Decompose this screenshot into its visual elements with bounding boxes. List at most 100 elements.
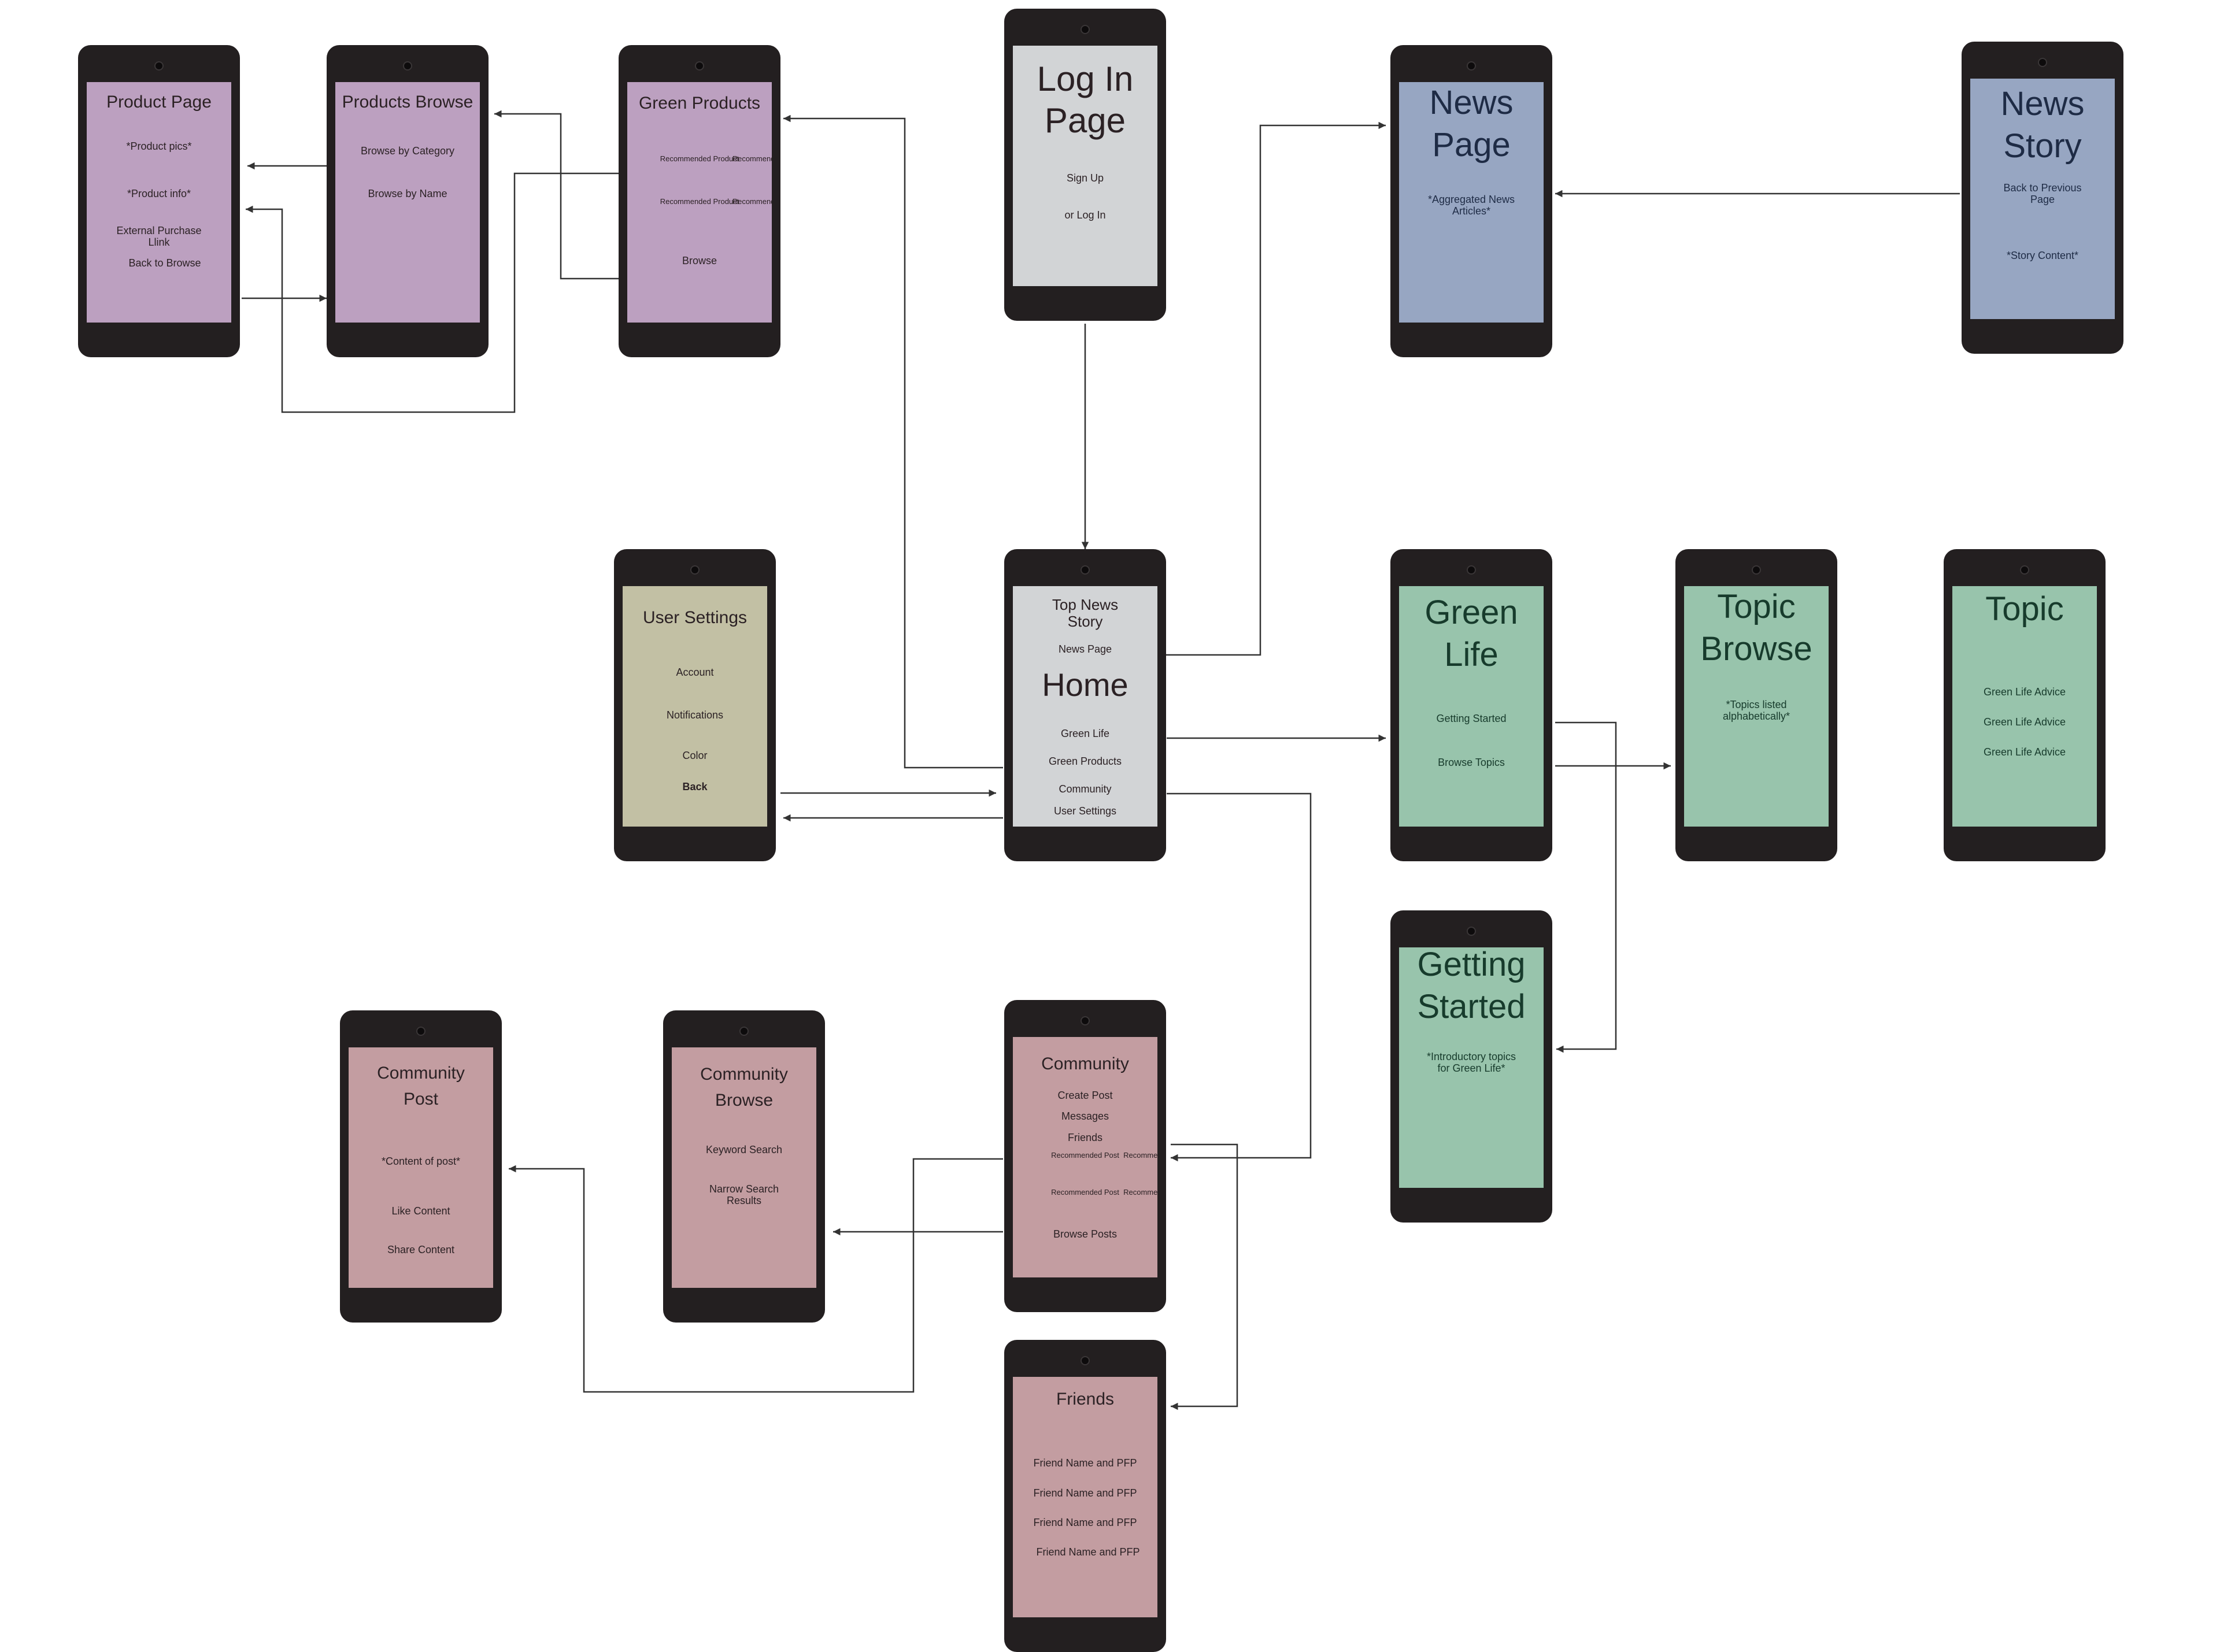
screen-title: Product Page <box>106 92 212 112</box>
arrow-community-to-friends <box>1171 1143 1238 1410</box>
topics-listed: *Topics listed alphabetically* <box>1722 699 1790 722</box>
screen-title: Home <box>1042 666 1128 703</box>
friend-list-item[interactable]: Friend Name and PFP <box>1033 1487 1137 1499</box>
community-phone: Community Create Post Messages Friends R… <box>1004 1000 1166 1312</box>
news-story-phone: News Story Back to Previous Page *Story … <box>1962 42 2123 354</box>
browse-posts-link[interactable]: Browse Posts <box>1053 1228 1118 1240</box>
news-page-screen: News Page *Aggregated News Articles* <box>1399 82 1544 323</box>
keyword-search-link[interactable]: Keyword Search <box>705 1144 783 1155</box>
screen-title: Green Products <box>638 94 761 113</box>
top-news-story-link[interactable]: Top News Story <box>1052 596 1119 630</box>
screen-title: Green Life <box>1424 594 1518 673</box>
color-link[interactable]: Color <box>682 750 708 761</box>
green-life-link[interactable]: Green Life <box>1060 728 1110 739</box>
topic-advice-item[interactable]: Green Life Advice <box>1983 746 2066 758</box>
browse-by-name-link[interactable]: Browse by Name <box>368 188 447 199</box>
back-to-previous-link[interactable]: Back to Previous Page <box>2003 182 2082 205</box>
back-to-browse-link[interactable]: Back to Browse <box>128 257 201 269</box>
recommended-product[interactable]: Recommended Product <box>660 197 739 206</box>
arrow-home-to-green-products <box>783 114 1003 769</box>
camera-icon <box>1467 61 1476 71</box>
community-link[interactable]: Community <box>1059 783 1112 795</box>
friend-list-item[interactable]: Friend Name and PFP <box>1036 1546 1140 1558</box>
screen-title: Topic <box>1985 590 2064 628</box>
green-products-link[interactable]: Green Products <box>1048 755 1122 767</box>
community-post-phone: Community Post *Content of post* Like Co… <box>340 1010 502 1323</box>
green-products-phone: Green Products Recommended Product Recom… <box>619 45 780 357</box>
login-screen: Log In Page Sign Up or Log In <box>1013 46 1157 286</box>
story-content: *Story Content* <box>2006 250 2079 261</box>
screen-title: Community Browse <box>700 1065 788 1110</box>
camera-icon <box>2038 58 2047 67</box>
products-browse-phone: Products Browse Browse by Category Brows… <box>327 45 489 357</box>
community-browse-phone: Community Browse Keyword Search Narrow S… <box>663 1010 825 1323</box>
topic-advice-item[interactable]: Green Life Advice <box>1983 716 2066 728</box>
recommended-post[interactable]: Recommended Post <box>1051 1188 1119 1197</box>
sign-up-link[interactable]: Sign Up <box>1066 172 1104 184</box>
community-post-screen: Community Post *Content of post* Like Co… <box>349 1047 493 1288</box>
getting-started-phone: Getting Started *Introductory topics for… <box>1390 910 1552 1223</box>
recommended-product[interactable]: Recommended Product <box>660 154 739 163</box>
camera-icon <box>695 61 704 71</box>
camera-icon <box>1081 1356 1090 1365</box>
friend-list-item[interactable]: Friend Name and PFP <box>1033 1517 1137 1528</box>
recommended-post[interactable]: Recommended Post <box>1051 1151 1119 1160</box>
camera-icon <box>1467 927 1476 936</box>
recommended-product[interactable]: Recommended Product <box>732 197 772 206</box>
green-life-phone: Green Life Getting Started Browse Topics <box>1390 549 1552 861</box>
friends-link[interactable]: Friends <box>1067 1132 1103 1143</box>
recommended-post[interactable]: Recommended Post <box>1123 1151 1157 1160</box>
topic-screen: Topic Green Life Advice Green Life Advic… <box>1952 586 2097 827</box>
camera-icon <box>1081 565 1090 575</box>
community-screen: Community Create Post Messages Friends R… <box>1013 1037 1157 1277</box>
share-content-button[interactable]: Share Content <box>387 1244 455 1255</box>
arrow-green-life-to-getting-started <box>1555 721 1617 1053</box>
screen-title: User Settings <box>642 608 748 627</box>
user-settings-screen: User Settings Account Notifications Colo… <box>623 586 767 827</box>
camera-icon <box>1081 1016 1090 1025</box>
messages-link[interactable]: Messages <box>1061 1110 1109 1122</box>
friend-list-item[interactable]: Friend Name and PFP <box>1033 1457 1137 1469</box>
topic-advice-item[interactable]: Green Life Advice <box>1983 686 2066 698</box>
screen-title: Products Browse <box>342 92 473 112</box>
camera-icon <box>416 1027 426 1036</box>
account-link[interactable]: Account <box>676 666 714 678</box>
log-in-link[interactable]: or Log In <box>1064 209 1106 221</box>
login-phone: Log In Page Sign Up or Log In <box>1004 9 1166 321</box>
camera-icon <box>690 565 700 575</box>
notifications-link[interactable]: Notifications <box>666 709 724 721</box>
content-of-post: *Content of post* <box>381 1155 461 1167</box>
camera-icon <box>2020 565 2029 575</box>
user-settings-link[interactable]: User Settings <box>1053 805 1117 817</box>
browse-topics-link[interactable]: Browse Topics <box>1438 757 1505 768</box>
arrow-home-to-news-page <box>1165 121 1386 656</box>
recommended-product[interactable]: Recommended Product <box>732 154 772 163</box>
recommended-post[interactable]: Recommended Post <box>1123 1188 1157 1197</box>
topic-browse-screen: Topic Browse *Topics listed alphabetical… <box>1684 586 1829 827</box>
screen-title: Topic Browse <box>1700 588 1812 668</box>
news-page-link[interactable]: News Page <box>1058 643 1112 655</box>
camera-icon <box>154 61 164 71</box>
camera-icon <box>1467 565 1476 575</box>
camera-icon <box>739 1027 749 1036</box>
like-content-button[interactable]: Like Content <box>391 1205 450 1217</box>
product-info: *Product info* <box>127 188 191 199</box>
screen-title: Friends <box>1056 1390 1115 1409</box>
screen-title: Getting Started <box>1417 947 1526 1025</box>
home-screen: Top News Story News Page Home Green Life… <box>1013 586 1157 827</box>
external-purchase-link[interactable]: External Purchase Llink <box>116 225 202 248</box>
create-post-link[interactable]: Create Post <box>1057 1090 1113 1101</box>
products-browse-screen: Products Browse Browse by Category Brows… <box>335 82 480 323</box>
browse-link[interactable]: Browse <box>682 255 717 266</box>
green-products-screen: Green Products Recommended Product Recom… <box>627 82 772 323</box>
news-page-phone: News Page *Aggregated News Articles* <box>1390 45 1552 357</box>
friends-phone: Friends Friend Name and PFP Friend Name … <box>1004 1340 1166 1652</box>
topic-browse-phone: Topic Browse *Topics listed alphabetical… <box>1675 549 1837 861</box>
getting-started-link[interactable]: Getting Started <box>1436 713 1507 724</box>
back-button[interactable]: Back <box>682 781 708 792</box>
narrow-search-results-link[interactable]: Narrow Search Results <box>709 1183 779 1206</box>
home-phone: Top News Story News Page Home Green Life… <box>1004 549 1166 861</box>
screen-title: News Story <box>2000 85 2085 165</box>
browse-by-category-link[interactable]: Browse by Category <box>360 145 455 157</box>
camera-icon <box>1752 565 1761 575</box>
